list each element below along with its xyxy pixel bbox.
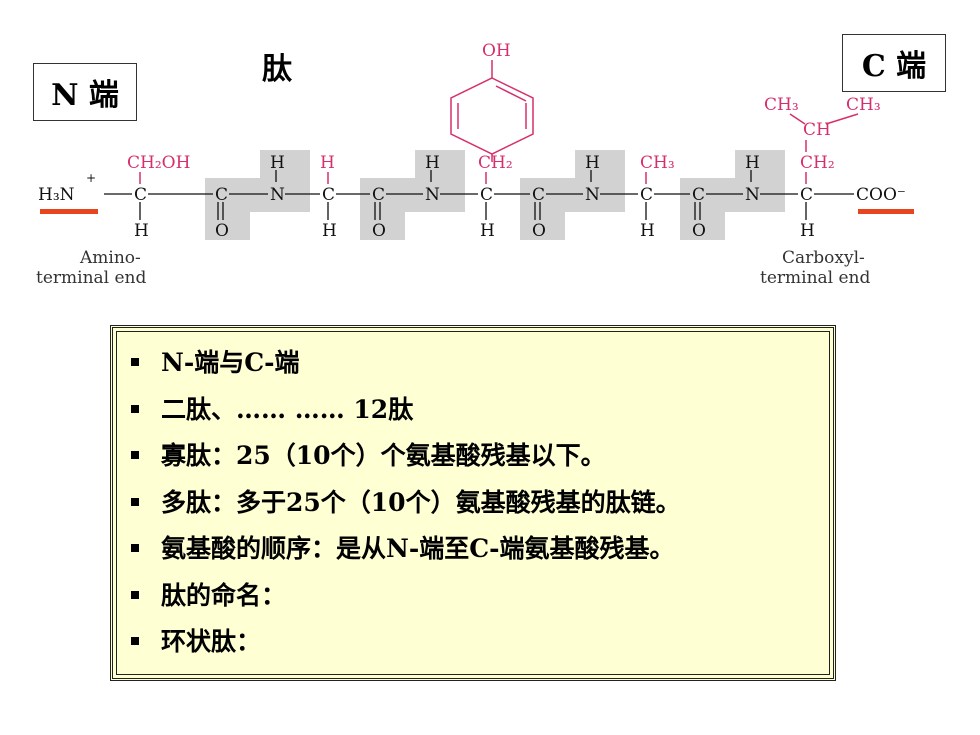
list-item: 寡肽：25（10个）个氨基酸残基以下。: [129, 433, 833, 480]
side-chains: CH₂OH H CH₂ CH₃ CH₂ OH CH₃ CH₃ CH: [127, 41, 881, 173]
side-chain-leucine: CH₂: [800, 153, 835, 173]
backbone-bonds: [104, 170, 854, 220]
bullet-square-icon: [131, 637, 139, 645]
side-chain-tyrosine: CH₂: [478, 153, 513, 173]
n-terminus-underline: [40, 209, 98, 214]
n-terminus-text: H₃N: [38, 185, 75, 205]
svg-text:C: C: [372, 185, 385, 205]
bullet-square-icon: [131, 358, 139, 366]
svg-text:C: C: [640, 185, 653, 205]
peptide-structure-diagram: H₃N + C C N C C N C C N C C N C COO⁻ H H H…: [36, 41, 914, 288]
c-terminal-label: C 端: [842, 34, 946, 92]
side-chain-bonds: [139, 60, 859, 184]
list-item: N-端与C-端: [129, 340, 833, 387]
carboxyl-end-label-line1: Carboxyl-: [782, 248, 865, 268]
amino-end-label-line2: terminal end: [36, 268, 147, 288]
svg-text:H: H: [585, 153, 600, 173]
svg-text:H: H: [134, 221, 149, 241]
slide-title: 肽: [262, 52, 292, 87]
bullet-square-icon: [131, 544, 139, 552]
svg-text:H: H: [322, 221, 337, 241]
side-chain-alanine: CH₃: [640, 153, 675, 173]
svg-text:C: C: [322, 185, 335, 205]
leucine-methyl-2: CH₃: [846, 95, 881, 115]
svg-text:O: O: [372, 221, 386, 241]
svg-text:O: O: [532, 221, 546, 241]
c-terminus-text: COO⁻: [856, 185, 906, 205]
svg-text:O: O: [215, 221, 229, 241]
amino-end-label-line1: Amino-: [79, 248, 141, 268]
bullet-square-icon: [131, 451, 139, 459]
tyrosine-hydroxyl: OH: [482, 41, 511, 61]
leucine-ch: CH: [803, 120, 831, 140]
list-item: 二肽、…… …… 12肽: [129, 387, 833, 434]
peptide-bond-highlights: [205, 150, 785, 240]
svg-text:N: N: [585, 185, 600, 205]
bullet-square-icon: [131, 497, 139, 506]
side-chain-serine: CH₂OH: [127, 153, 190, 173]
svg-text:H: H: [480, 221, 495, 241]
svg-text:O: O: [692, 221, 706, 241]
n-terminal-label: N 端: [33, 63, 137, 121]
list-item: 肽的命名：: [129, 573, 833, 620]
svg-text:H: H: [640, 221, 655, 241]
svg-text:N: N: [745, 185, 760, 205]
svg-text:C: C: [532, 185, 545, 205]
list-item: 环状肽：: [129, 619, 833, 666]
side-chain-glycine: H: [320, 153, 335, 173]
svg-text:C: C: [800, 185, 813, 205]
svg-text:H: H: [425, 153, 440, 173]
svg-text:H: H: [745, 153, 760, 173]
backbone-atoms: H₃N + C C N C C N C C N C C N C COO⁻ H H H…: [38, 153, 906, 241]
c-terminus-underline: [858, 209, 914, 214]
carboxyl-end-label-line2: terminal end: [760, 268, 871, 288]
svg-text:+: +: [86, 171, 96, 185]
bullet-list: N-端与C-端 二肽、…… …… 12肽 寡肽：25（10个）个氨基酸残基以下。…: [113, 328, 833, 666]
svg-text:N: N: [425, 185, 440, 205]
svg-text:H: H: [270, 153, 285, 173]
content-panel: N-端与C-端 二肽、…… …… 12肽 寡肽：25（10个）个氨基酸残基以下。…: [110, 325, 836, 681]
list-item: 氨基酸的顺序：是从N-端至C-端氨基酸残基。: [129, 526, 833, 573]
svg-text:H: H: [800, 221, 815, 241]
list-item: 多肽：多于25个（10个）氨基酸残基的肽链。: [129, 480, 833, 527]
svg-text:N: N: [270, 185, 285, 205]
svg-text:C: C: [692, 185, 705, 205]
bullet-square-icon: [131, 590, 139, 599]
svg-text:C: C: [134, 185, 147, 205]
bullet-square-icon: [131, 404, 139, 413]
svg-text:C: C: [480, 185, 493, 205]
leucine-methyl-1: CH₃: [764, 95, 799, 115]
svg-text:C: C: [215, 185, 228, 205]
